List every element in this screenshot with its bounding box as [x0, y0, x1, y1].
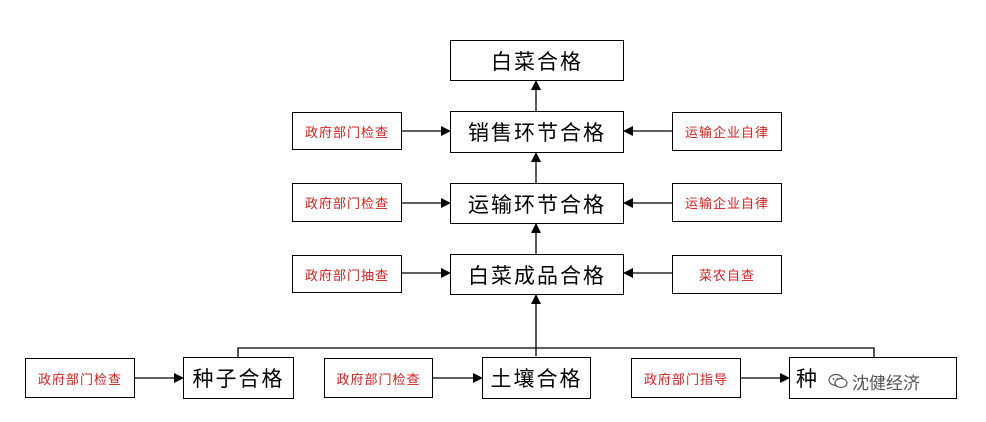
box-label: 种	[796, 367, 819, 391]
box-label: 政府部门检查	[304, 197, 389, 212]
box-label: 销售环节合格	[468, 121, 606, 145]
base-connector-line	[237, 347, 875, 357]
box-label: 运输环节合格	[468, 192, 606, 217]
box-label: 政府部门抽查	[304, 268, 389, 284]
box-label: 政府部门检查	[304, 125, 389, 141]
box-soil-qualified: 土壤合格	[482, 357, 591, 399]
box-gov-check-seed: 政府部门检查	[25, 358, 135, 398]
box-self-discipline-sales: 运输企业自律	[672, 112, 782, 151]
watermark-text: 沈健经济	[852, 373, 920, 394]
box-label: 运输企业自律	[684, 126, 769, 141]
box-label: 菜农自查	[698, 269, 755, 284]
box-gov-check-sales: 政府部门检查	[292, 112, 402, 150]
watermark: 沈健经济	[824, 366, 924, 396]
box-seed-qualified: 种子合格	[183, 357, 294, 399]
box-product-qualified: 白菜成品合格	[450, 254, 624, 295]
box-label: 种子合格	[192, 367, 285, 391]
box-transport-qualified: 运输环节合格	[450, 183, 624, 224]
box-label: 政府部门检查	[37, 372, 122, 388]
box-label: 白菜合格	[491, 49, 583, 74]
wechat-icon	[828, 373, 848, 389]
box-farmer-self-check: 菜农自查	[672, 255, 782, 294]
box-gov-guide: 政府部门指导	[631, 358, 741, 398]
box-label: 政府部门指导	[643, 372, 728, 388]
box-label: 土壤合格	[490, 367, 583, 391]
box-label: 白菜成品合格	[468, 263, 606, 288]
box-label: 政府部门检查	[336, 372, 421, 388]
box-gov-check-soil: 政府部门检查	[324, 358, 433, 398]
box-gov-check-transport: 政府部门检查	[292, 183, 402, 222]
box-sales-qualified: 销售环节合格	[450, 111, 624, 153]
box-self-discipline-transport: 运输企业自律	[672, 183, 782, 222]
box-label: 运输企业自律	[684, 197, 769, 212]
box-cabbage-qualified: 白菜合格	[450, 40, 624, 81]
box-gov-sample: 政府部门抽查	[292, 255, 402, 293]
